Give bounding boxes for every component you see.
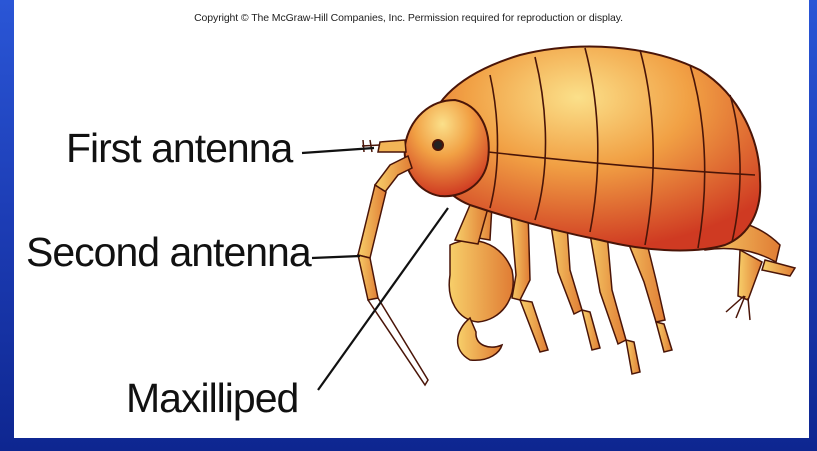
body	[405, 47, 761, 251]
label-second-antenna: Second antenna	[26, 232, 311, 273]
label-maxilliped: Maxilliped	[126, 378, 298, 419]
first-antenna-shape	[362, 140, 406, 152]
label-first-antenna: First antenna	[66, 128, 292, 169]
second-antenna-shape	[358, 156, 428, 385]
